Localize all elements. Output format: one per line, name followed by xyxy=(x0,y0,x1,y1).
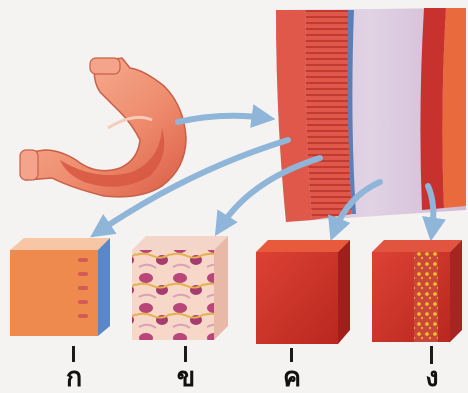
label-a: ก xyxy=(54,364,94,391)
tissue-block-b xyxy=(132,236,228,340)
label-c: ค xyxy=(272,364,312,391)
tissue-block-a xyxy=(10,238,110,336)
label-b: ข xyxy=(166,364,206,391)
tissue-block-c xyxy=(256,240,350,344)
tissue-block-d xyxy=(372,240,462,342)
arrow-stomach-to-wall xyxy=(178,116,266,122)
label-d: ง xyxy=(412,364,452,391)
label-tick-c xyxy=(290,348,293,362)
label-tick-b xyxy=(184,346,187,362)
stomach-illustration xyxy=(20,58,186,197)
label-tick-a xyxy=(72,346,75,362)
